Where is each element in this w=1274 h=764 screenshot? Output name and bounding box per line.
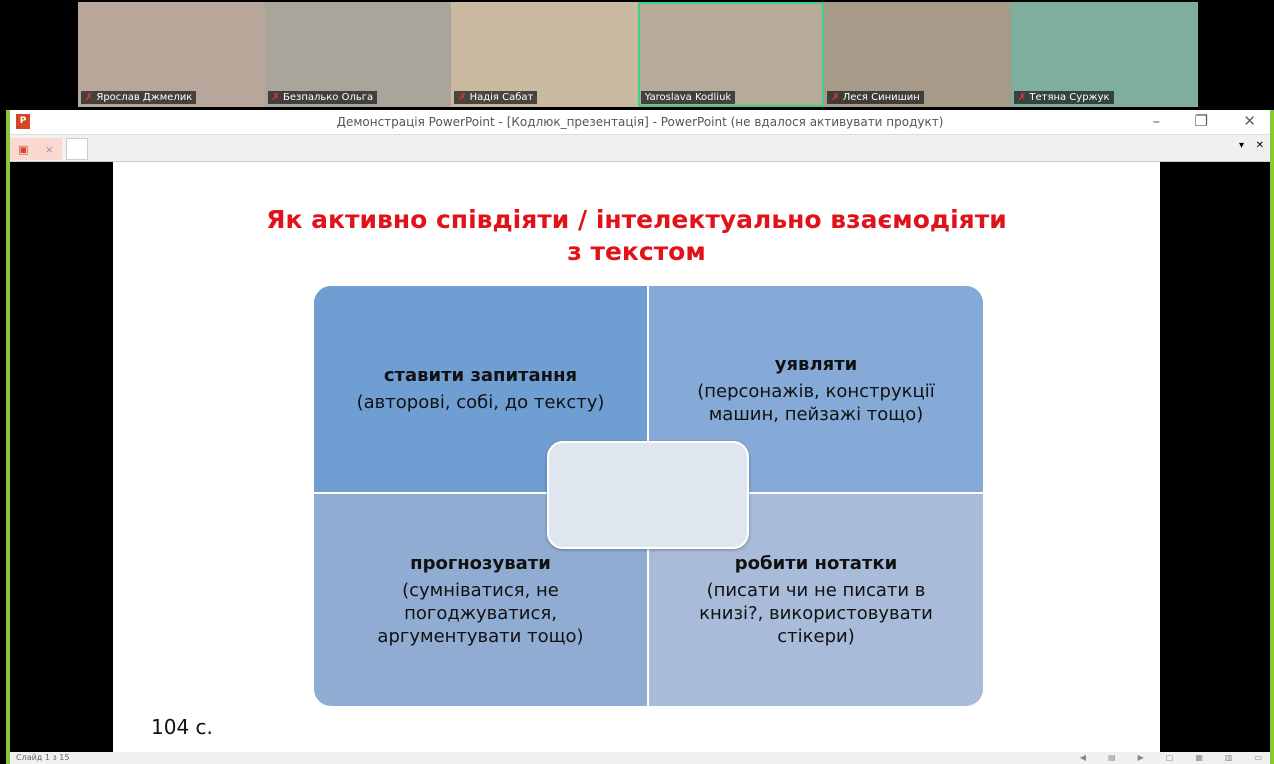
menu-icon[interactable]: ▤ [1108,753,1116,762]
participant-label: ✗Надія Сабат [454,91,538,104]
powerpoint-icon: ▣ [18,142,29,156]
participant-label: ✗Ярослав Джмелик [81,91,197,104]
participant-tile[interactable]: Yaroslava Kodliuk [637,2,825,107]
sorter-view-icon[interactable]: ▦ [1195,753,1203,762]
new-tab-button[interactable] [66,138,88,160]
status-bar: Слайд 1 з 15 ◀ ▤ ▶ ▢ ▦ ▥ ▭ [10,752,1270,764]
video-participants-strip: ✗Ярослав Джмелик✗Безпалько Ольга✗Надія С… [78,2,1198,107]
participant-tile[interactable]: ✗Ярослав Джмелик [78,2,265,107]
participant-tile[interactable]: ✗Тетяна Суржук [1010,2,1198,107]
window-title: Демонстрація PowerPoint - [Кодлюк_презен… [336,115,944,129]
participant-name: Ярослав Джмелик [96,92,193,103]
normal-view-icon[interactable]: ▢ [1165,753,1174,762]
participant-label: ✗Безпалько Ольга [267,91,378,104]
slide: Як активно співдіяти / інтелектуально вз… [113,162,1160,752]
quadrant-heading: уявляти [774,353,858,375]
slideshow-icon[interactable]: ▭ [1254,753,1262,762]
title-line: з текстом [567,237,706,266]
quadrant-body: (авторові, собі, до тексту) [356,392,605,413]
powerpoint-window: P Демонстрація PowerPoint - [Кодлюк_през… [6,110,1274,764]
close-icon[interactable]: ✕ [1255,140,1264,151]
quadrant-heading: прогнозувати [410,553,551,574]
muted-mic-icon: ✗ [831,92,840,103]
slide-stage: Як активно співдіяти / інтелектуально вз… [10,162,1270,752]
participant-name: Тетяна Суржук [1029,92,1110,103]
quadrant-body: (писати чи не писати в книзі?, використо… [699,580,933,647]
participant-label: Yaroslava Kodliuk [640,91,736,104]
muted-mic-icon: ✗ [1017,92,1027,103]
muted-mic-icon: ✗ [458,92,467,103]
close-icon[interactable]: ✕ [1243,112,1256,130]
slide-title: Як активно співдіяти / інтелектуально вз… [113,204,1160,268]
participant-tile[interactable]: ✗Леся Синишин [824,2,1011,107]
participant-label: ✗Леся Синишин [827,91,924,104]
powerpoint-icon: P [16,114,30,129]
slide-counter: Слайд 1 з 15 [16,753,70,762]
participant-name: Надія Сабат [469,92,534,103]
presentation-tab[interactable]: ▣× [10,138,62,160]
participant-tile[interactable]: ✗Надія Сабат [451,2,638,107]
quadrant-body: (персонажів, конструкції машин, пейзажі … [697,380,935,425]
restore-icon[interactable]: ❐ [1194,112,1208,130]
participant-name: Леся Синишин [842,92,920,103]
prev-icon[interactable]: ◀ [1079,753,1087,762]
muted-mic-icon: ✗ [85,92,94,103]
quadrant: ставити запитання (авторові, собі, до тек… [313,285,648,493]
participant-tile[interactable]: ✗Безпалько Ольга [264,2,452,107]
quadrant-heading: ставити запитання [383,365,578,386]
muted-mic-icon: ✗ [271,92,280,103]
title-bar: P Демонстрація PowerPoint - [Кодлюк_през… [10,110,1270,135]
quadrant-body: (сумніватися, не погоджуватися, аргумент… [377,580,584,647]
participant-label: ✗Тетяна Суржук [1013,91,1114,104]
quadrant-heading: робити нотатки [734,553,898,574]
participant-name: Yaroslava Kodliuk [644,92,732,103]
slide-footer-text: 104 с. [151,715,213,739]
reading-view-icon[interactable]: ▥ [1224,753,1233,762]
dropdown-icon[interactable]: ▾ [1238,140,1244,151]
quadrant: прогнозувати (сумніватися, не погоджувати… [313,493,648,707]
tab-bar: ▣× ▾ ✕ [10,135,1270,162]
participant-name: Безпалько Ольга [282,92,374,103]
center-shape [547,441,749,549]
next-icon[interactable]: ▶ [1137,753,1144,762]
title-line: Як активно співдіяти / інтелектуально вз… [266,205,1007,234]
close-tab-icon[interactable]: × [44,142,54,156]
minimize-icon[interactable]: – [1152,112,1161,130]
